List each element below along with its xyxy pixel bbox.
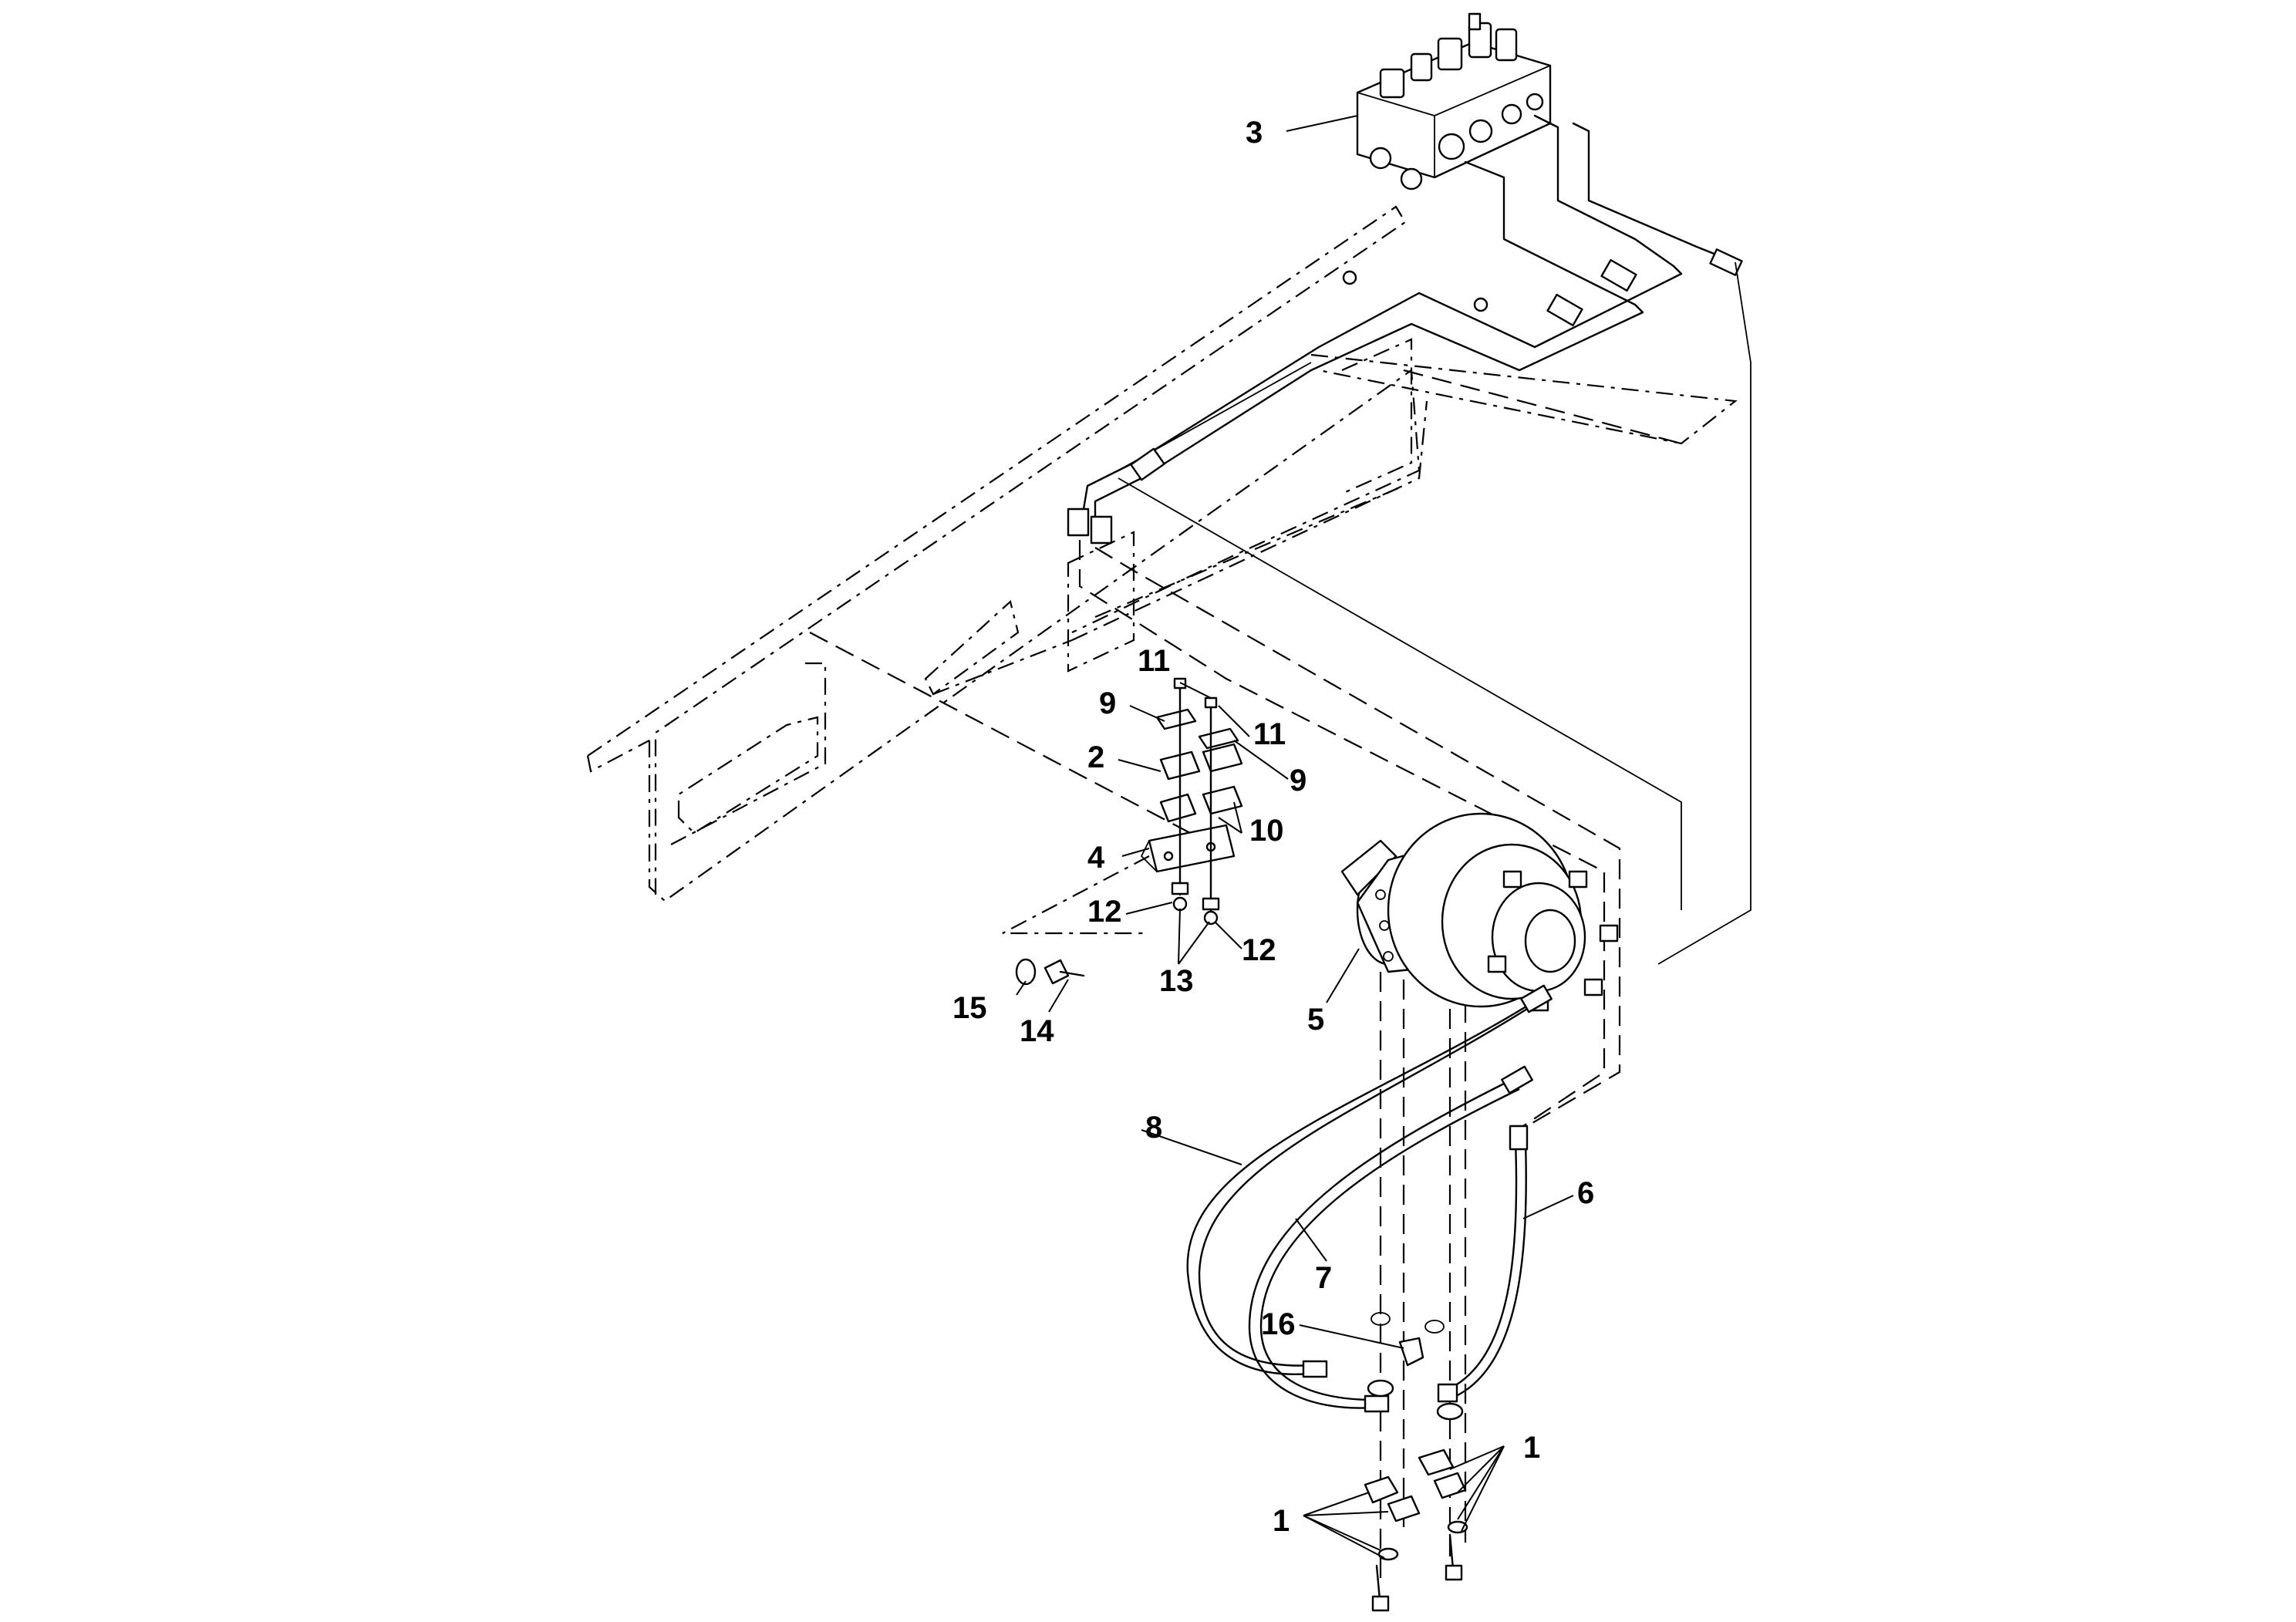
callout-11-top: 11 [1138, 644, 1170, 678]
callout-16: 16 [1261, 1307, 1296, 1341]
callout-10: 10 [1249, 814, 1284, 848]
chassis-frame [586, 205, 1738, 902]
leader-lines [1016, 115, 1574, 1559]
callout-7: 7 [1315, 1261, 1332, 1295]
callout-11-right: 11 [1253, 717, 1286, 751]
callout-9-right: 9 [1290, 764, 1306, 798]
callout-4: 4 [1087, 841, 1105, 875]
steel-tube-lines [1067, 114, 1743, 545]
callout-12-left: 12 [1087, 895, 1122, 929]
callout-5: 5 [1307, 1003, 1324, 1037]
assembly-center-lines [809, 261, 1752, 1581]
callout-15: 15 [952, 991, 987, 1025]
callout-14: 14 [1020, 1014, 1054, 1048]
callout-3: 3 [1246, 116, 1263, 150]
callout-1-left: 1 [1273, 1504, 1290, 1538]
callout-8: 8 [1145, 1111, 1162, 1145]
callout-6: 6 [1577, 1176, 1594, 1210]
clamp-assembly [1015, 677, 1243, 986]
callout-13: 13 [1159, 964, 1194, 998]
flange-fittings [1364, 1312, 1468, 1612]
motor-stud [1487, 870, 1619, 1012]
valve-block [1356, 12, 1552, 191]
callout-9-left: 9 [1099, 686, 1116, 720]
callout-1-right: 1 [1523, 1431, 1540, 1465]
callout-12-right: 12 [1242, 933, 1276, 967]
callout-labels: 3 11 9 11 2 9 10 4 12 12 13 15 14 5 8 6 … [952, 116, 1594, 1538]
hoses [1186, 984, 1553, 1413]
hydraulic-motor [1340, 812, 1619, 1012]
callout-2: 2 [1087, 740, 1104, 774]
